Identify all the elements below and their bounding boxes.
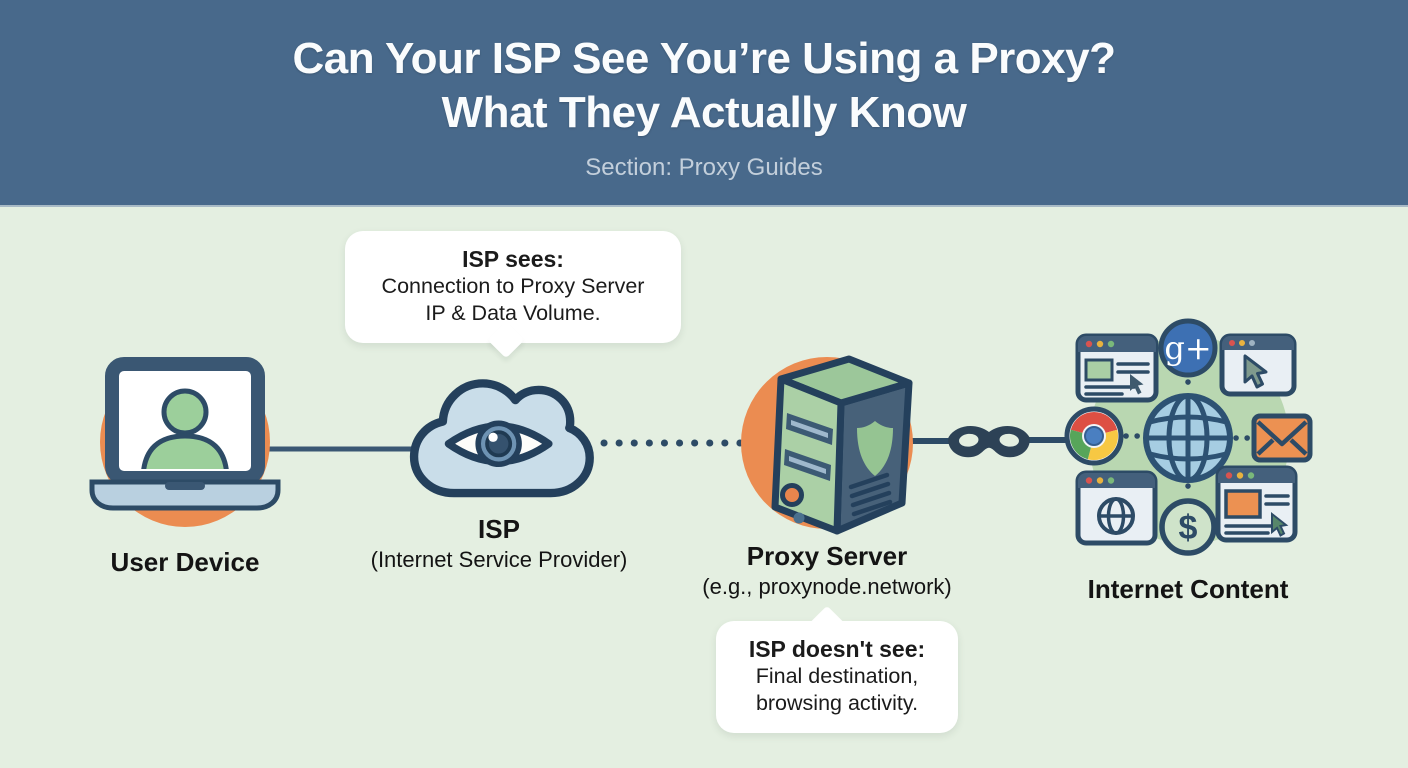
shield-icon [857,421,893,476]
google-plus-icon: g+ [1158,318,1218,378]
browser-cursor-icon [1219,333,1297,397]
dollar-circle-icon: $ [1159,498,1217,556]
user-device-label: User Device [110,547,260,577]
callout-isp-doesnt-see: ISP doesn't see: Final destination, brow… [716,605,958,733]
internet-content-label: Internet Content [1087,574,1289,604]
status-led [793,512,805,524]
callout-line: Final destination, [755,664,919,688]
server-vents [848,472,893,517]
browser-article-icon [1075,333,1159,403]
proxy-server-label: Proxy Server (e.g., proxynode.network) [702,541,952,599]
internet-content-cluster: g+ $ [1064,318,1313,556]
cursor-icon [1243,354,1268,389]
callout-tail-down [487,321,525,359]
isp-label: ISP (Internet Service Provider) [370,514,628,572]
section-subtitle: Section: Proxy Guides [585,154,823,181]
laptop-user-icon [89,357,281,527]
envelope-icon [1251,413,1313,463]
browser-globe-icon [1075,470,1158,546]
server-shield-icon [741,355,913,535]
page-title-line2: What They Actually Know [441,88,967,137]
power-button [780,483,804,507]
chrome-icon [1064,406,1124,466]
laptop-notch [165,482,205,490]
callout-heading: ISP sees: [462,246,564,272]
cluster-dotted-connectors [1123,379,1253,499]
server-drive-slots [784,413,833,481]
eye-icon [444,420,553,468]
page-title-line1: Can Your ISP See You’re Using a Proxy? [292,34,1117,83]
svg-text:$: $ [1179,509,1198,547]
user-silhouette-icon [140,388,230,469]
browser-ad-icon [1215,465,1298,543]
cloud-eye-icon [409,379,594,498]
callout-heading: ISP doesn't see: [748,636,926,662]
callout-line: Connection to Proxy Server [381,274,645,298]
callout-line: IP & Data Volume. [425,301,601,325]
callout-isp-sees: ISP sees: Connection to Proxy Server IP … [345,231,681,359]
domino-mask-icon [948,425,1030,458]
globe-icon [1143,393,1233,483]
laptop-base [89,479,281,511]
header-banner: Can Your ISP See You’re Using a Proxy? W… [0,0,1408,207]
cursor-icon [1271,511,1289,537]
svg-text:g+: g+ [1164,329,1211,367]
cursor-icon [1130,374,1144,395]
callout-line: browsing activity. [755,691,919,715]
